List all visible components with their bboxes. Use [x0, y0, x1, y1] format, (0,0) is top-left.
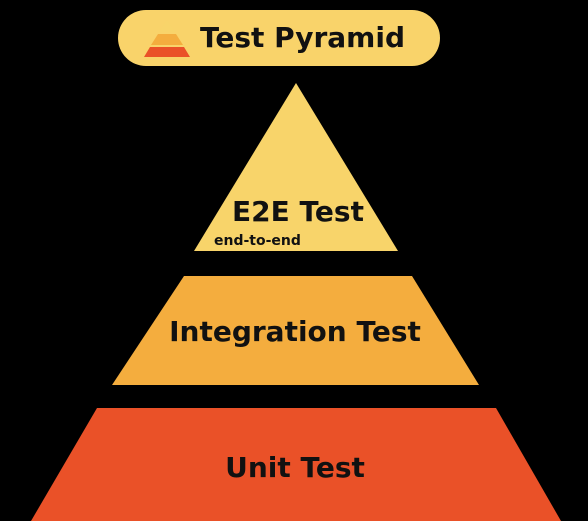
- tier-unit-label: Unit Test: [225, 451, 365, 484]
- page-title: Test Pyramid: [200, 21, 405, 54]
- pyramid-icon: [144, 20, 190, 57]
- tier-e2e: [194, 83, 398, 251]
- tier-integration: [112, 276, 479, 385]
- header-badge: Test Pyramid: [118, 10, 440, 66]
- tier-integration-label: Integration Test: [169, 315, 421, 348]
- tier-e2e-label: E2E Test: [232, 195, 364, 228]
- tier-unit: [31, 408, 561, 521]
- tier-e2e-sublabel: end-to-end: [214, 233, 301, 249]
